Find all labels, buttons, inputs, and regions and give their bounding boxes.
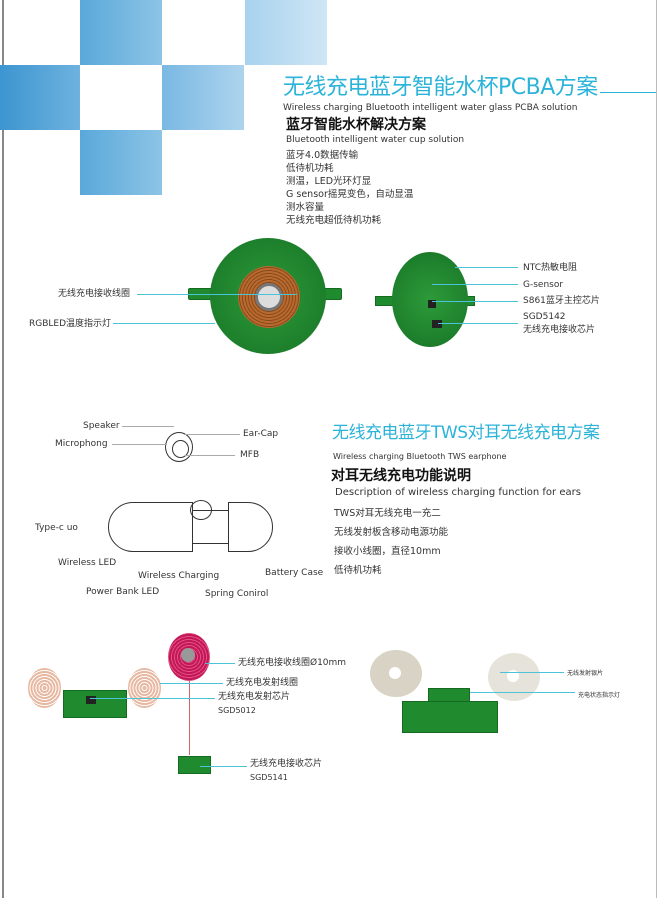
feature-item: TWS对耳无线充电一充二 [334,508,441,519]
label-wireless-charging: Wireless Charging [138,571,220,581]
feature-item: 蓝牙4.0数据传输 [286,150,359,161]
label-receive-coil-10mm: 无线充电接收线圈Ø10mm [238,658,347,668]
section2-feature-list: TWS对耳无线充电一充二 无线发射板含移动电源功能 接收小线圈，直径10mm 低… [334,504,448,580]
label-sgd5141: SGD5141 [250,773,288,782]
label-typec: Type-c uo [35,523,78,533]
deco-square [162,65,244,130]
label-ntc: NTC热敏电阻 [523,263,577,273]
deco-square [80,0,162,65]
label-speaker: Speaker [83,421,120,431]
label-power-bank-led: Power Bank LED [86,587,160,597]
section1-subtitle: Wireless charging Bluetooth intelligent … [283,103,578,113]
left-border [2,0,4,898]
label-wireless-led: Wireless LED [58,558,117,568]
section1-heading: 蓝牙智能水杯解决方案 [286,117,426,133]
label-s861: S861蓝牙主控芯片 [523,296,600,306]
section1-feature-list: 蓝牙4.0数据传输 低待机功耗 测温，LED光环灯显 G sensor摇晃变色，… [286,149,413,227]
label-status-led: 充电状态指示灯 [578,692,621,699]
section2-title: 无线充电蓝牙TWS对耳无线充电方案 [332,423,600,443]
label-sgd5142: SGD5142 [523,312,566,322]
right-border [656,0,657,898]
feature-item: 无线充电超低待机功耗 [286,215,382,226]
label-receive-chip: 无线充电接收芯片 [523,325,596,335]
label-mfb: MFB [240,450,260,460]
label-spring-control: Spring Conirol [205,589,269,599]
deco-square [80,130,162,195]
section1-heading-en: Bluetooth intelligent water cup solution [286,135,465,145]
label-receive-coil: 无线充电接收线圈 [58,289,131,299]
deco-square [0,65,80,130]
label-transmit-chip: 无线充电发射芯片 [218,692,291,702]
label-receive-chip-2: 无线充电接收芯片 [250,759,323,769]
feature-item: 接收小线圈，直径10mm [334,546,441,557]
leader-line [432,301,518,302]
title-rule [600,92,656,93]
feature-item: 测温，LED光环灯显 [286,176,372,187]
feature-item: 低待机功耗 [334,565,382,576]
deco-square [245,0,327,65]
section1-title: 无线充电蓝牙智能水杯PCBA方案 [283,75,598,100]
feature-item: 低待机功耗 [286,163,334,174]
label-battery-case: Battery Case [265,568,324,578]
label-microphone: Microphong [55,439,108,449]
leader-line [137,294,297,295]
feature-item: 无线发射板含移动电源功能 [334,527,449,538]
label-transmit-coil: 无线充电发射线圈 [226,678,299,688]
section2-heading: 对耳无线充电功能说明 [331,468,471,484]
leader-line [455,267,518,268]
leader-line [432,284,518,285]
feature-item: G sensor摇晃变色，自动显温 [286,189,414,200]
leader-line [438,323,518,324]
label-sgd5012: SGD5012 [218,706,256,715]
feature-item: 测水容量 [286,202,325,213]
label-rgb-led: RGBLED温度指示灯 [29,319,112,329]
label-earcap: Ear-Cap [243,429,279,439]
section2-subtitle: Wireless charging Bluetooth TWS earphone [333,452,507,461]
label-gsensor: G-sensor [523,280,564,290]
label-silver-plate: 无线发射银片 [567,670,604,677]
leader-line [113,323,215,324]
section2-heading-en: Description of wireless charging functio… [335,487,581,498]
